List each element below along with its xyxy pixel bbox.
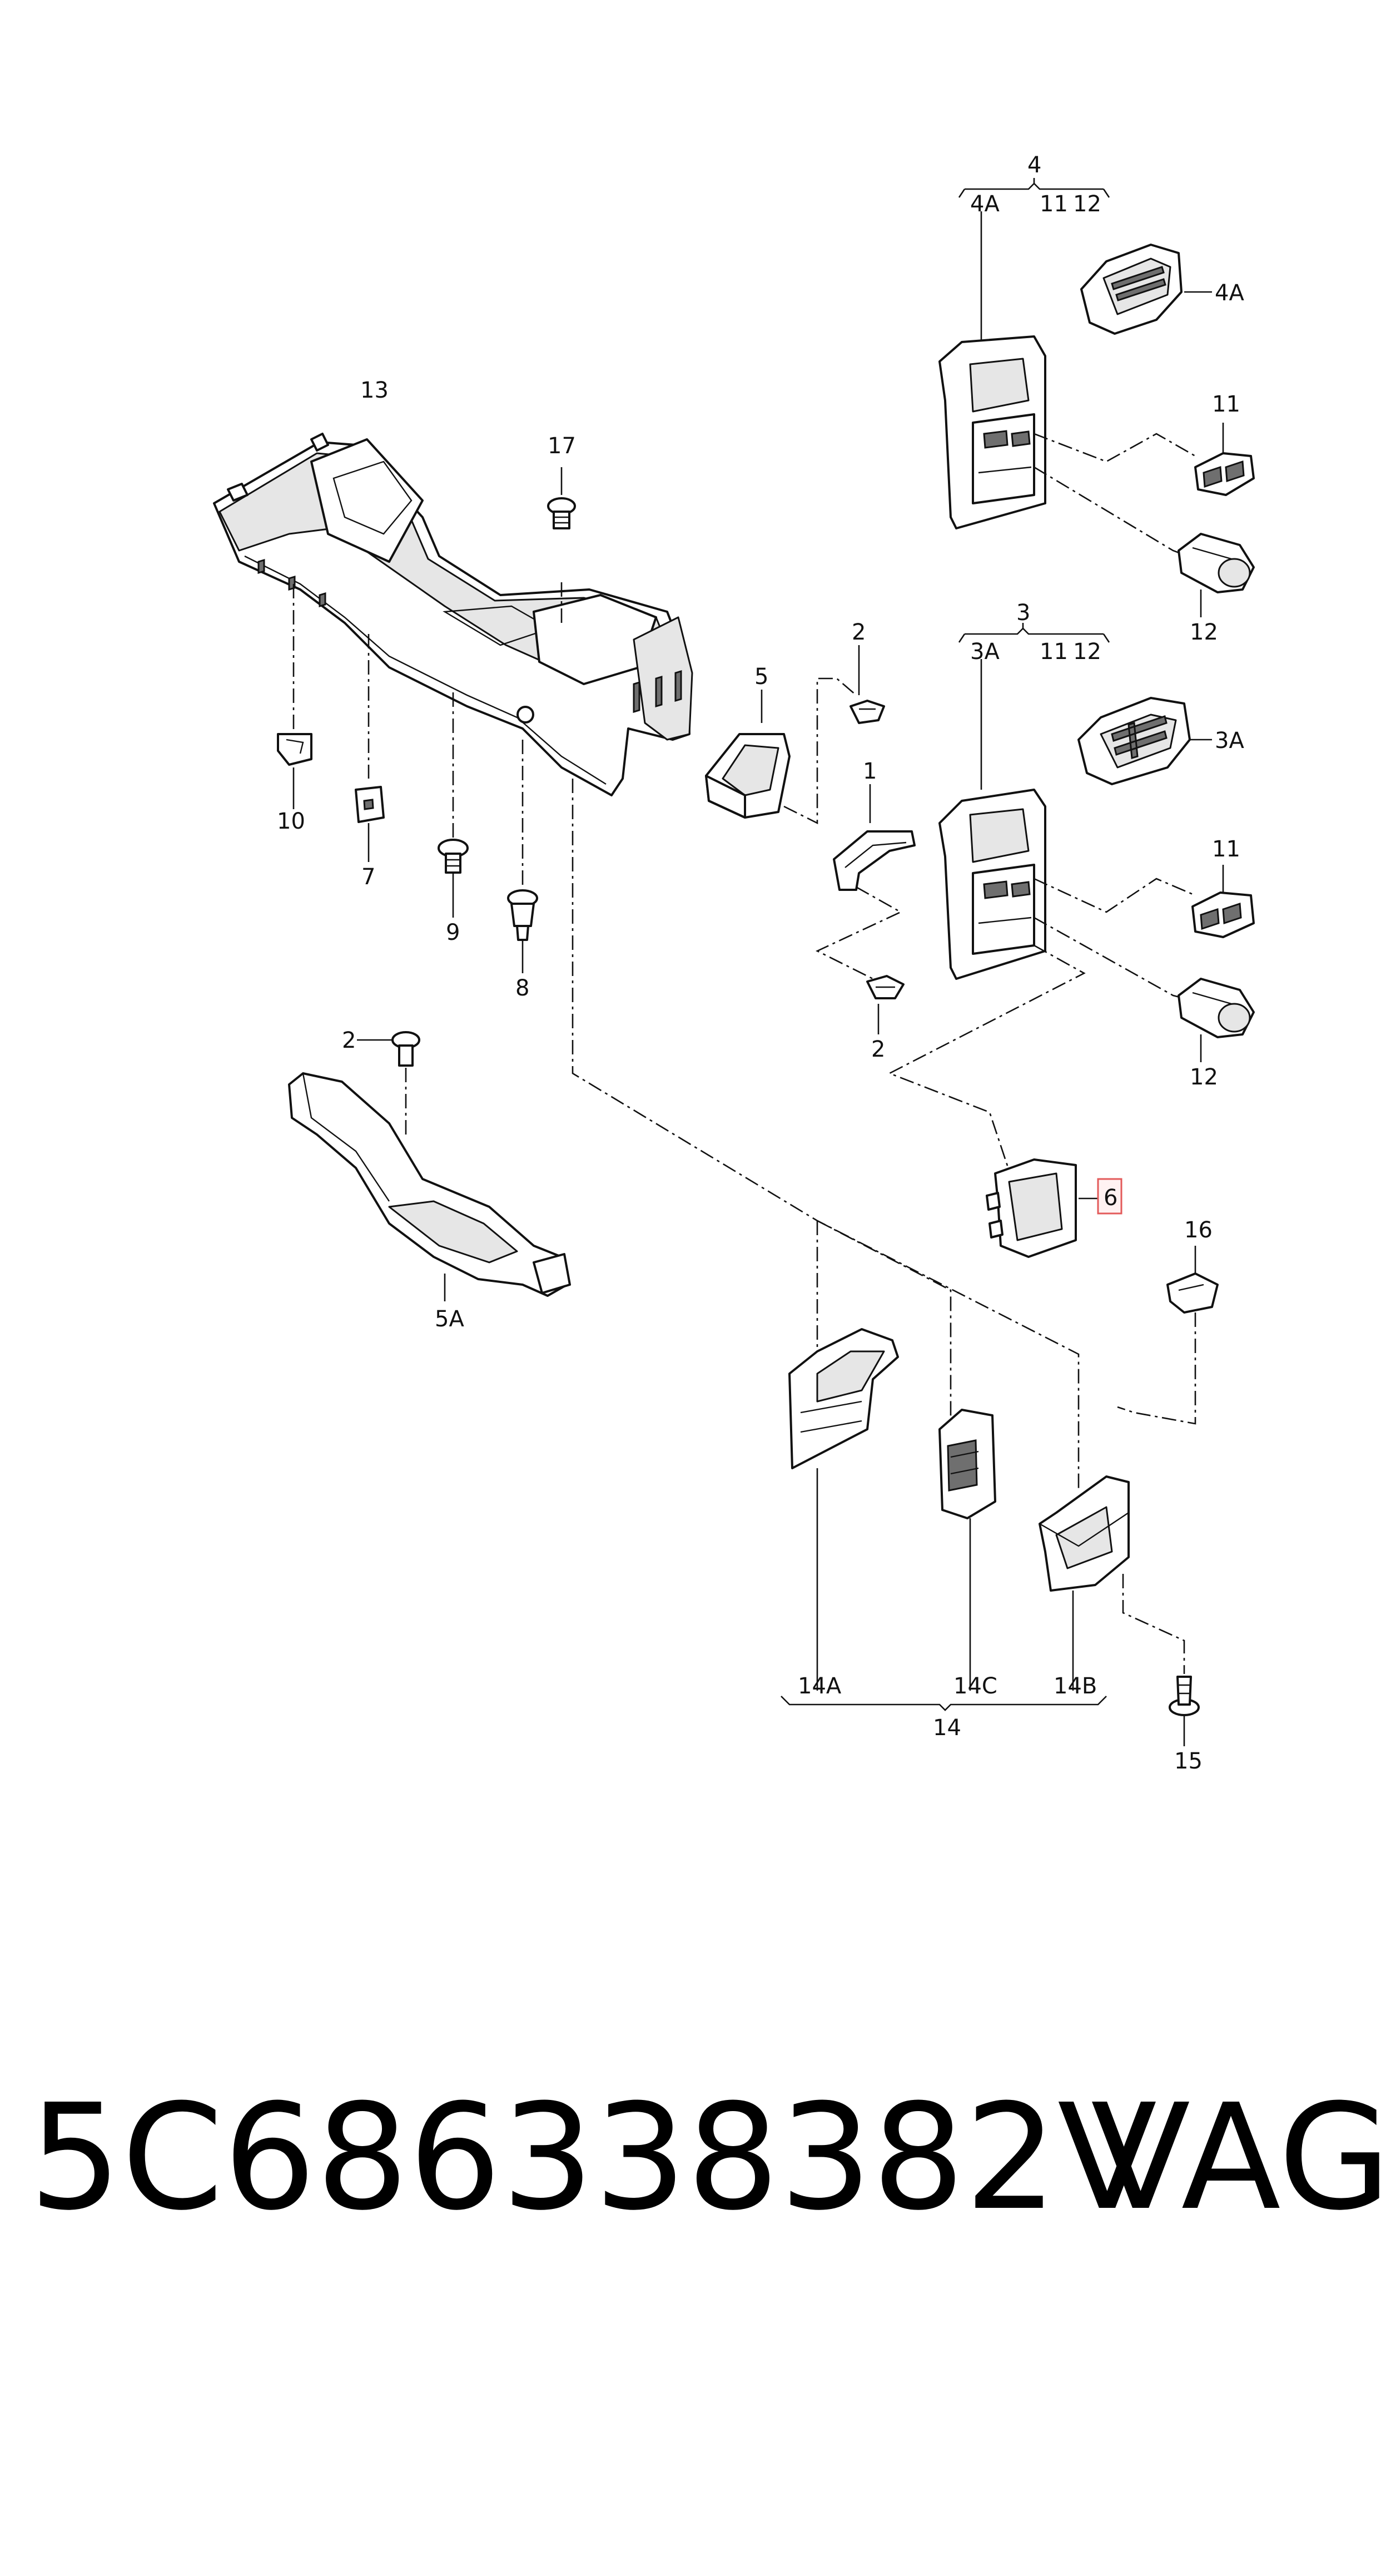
socket-holder-part-6[interactable] [986, 1158, 1077, 1258]
callout-11-bracket-3: 11 [1040, 639, 1068, 665]
callout-3: 3 [1016, 600, 1030, 626]
rear-panel-part-3[interactable] [938, 789, 1046, 980]
rivet-part-8[interactable] [507, 889, 538, 941]
switch-part-11-lower[interactable] [1191, 891, 1255, 938]
exploded-parts-diagram: 13 17 10 7 9 8 2 5 1 2 2 5A 4 4A 11 12 4… [213, 152, 1255, 1774]
callout-12-bracket-4: 12 [1073, 191, 1101, 217]
callout-4A-bracket: 4A [970, 191, 1000, 217]
callout-16: 16 [1184, 1217, 1213, 1243]
callout-5A: 5A [435, 1306, 464, 1332]
callout-2-left: 2 [342, 1028, 356, 1053]
bracket-part-14B[interactable] [1039, 1475, 1130, 1592]
callout-11-upper: 11 [1212, 392, 1240, 417]
bracket-part-1[interactable] [833, 830, 916, 891]
callout-12-lower: 12 [1190, 1064, 1218, 1090]
vent-part-3A[interactable] [1077, 697, 1191, 785]
callout-6: 6 [1104, 1185, 1117, 1211]
callout-8: 8 [515, 975, 529, 1001]
rear-panel-part-4[interactable] [938, 335, 1046, 529]
callout-7: 7 [361, 864, 375, 890]
callout-14C: 14C [953, 1673, 997, 1699]
callout-5: 5 [754, 664, 768, 690]
socket-part-12-lower[interactable] [1178, 978, 1255, 1038]
callout-3A: 3A [1215, 728, 1244, 754]
center-console-part-13[interactable] [213, 433, 693, 796]
clip-part-10[interactable] [277, 733, 312, 766]
callout-15: 15 [1174, 1748, 1203, 1774]
callout-2-lower: 2 [871, 1037, 885, 1062]
bracket-label-3 [958, 623, 1110, 643]
callout-4A: 4A [1215, 280, 1244, 306]
callout-13: 13 [360, 378, 389, 403]
callout-12-bracket-3: 12 [1073, 639, 1101, 665]
screw-part-15[interactable] [1169, 1676, 1200, 1716]
callout-1: 1 [863, 759, 877, 784]
screw-part-2-lower[interactable] [866, 975, 905, 999]
callout-17: 17 [548, 433, 576, 459]
callout-9: 9 [446, 920, 460, 945]
vent-part-4A[interactable] [1080, 244, 1183, 335]
screw-part-2-left[interactable] [391, 1031, 420, 1067]
bracket-part-14C[interactable] [938, 1409, 996, 1519]
nut-part-7[interactable] [355, 786, 385, 823]
brand-text: VAG [1091, 2073, 1381, 2242]
callout-4: 4 [1027, 152, 1041, 178]
callout-14B: 14B [1054, 1673, 1097, 1699]
callout-12-upper: 12 [1190, 620, 1218, 645]
highlight-box-6 [1097, 1178, 1122, 1215]
cover-part-14A[interactable] [788, 1328, 899, 1469]
callout-11-bracket-4: 11 [1040, 191, 1068, 217]
switch-part-11-upper[interactable] [1194, 452, 1255, 496]
callout-3A-bracket: 3A [970, 639, 1000, 665]
part-number-text: 5C686338382V [29, 2073, 1158, 2242]
bracket-label-14 [781, 1696, 1107, 1711]
clip-part-16[interactable] [1166, 1272, 1219, 1314]
screw-part-17[interactable] [547, 497, 576, 529]
callout-14A: 14A [798, 1673, 842, 1699]
pocket-part-5[interactable] [705, 733, 791, 819]
footer-caption: 5C686338382V VAG [29, 2073, 1381, 2242]
bracket-label-4 [958, 178, 1110, 198]
callout-10: 10 [277, 809, 305, 834]
screw-part-9[interactable] [438, 839, 469, 874]
callout-11-lower: 11 [1212, 836, 1240, 862]
callout-2-upper: 2 [852, 620, 866, 645]
socket-part-12-upper[interactable] [1178, 533, 1255, 593]
callout-14: 14 [933, 1715, 961, 1741]
duct-part-5A[interactable] [288, 1072, 571, 1297]
screw-part-2-upper[interactable] [850, 700, 885, 724]
